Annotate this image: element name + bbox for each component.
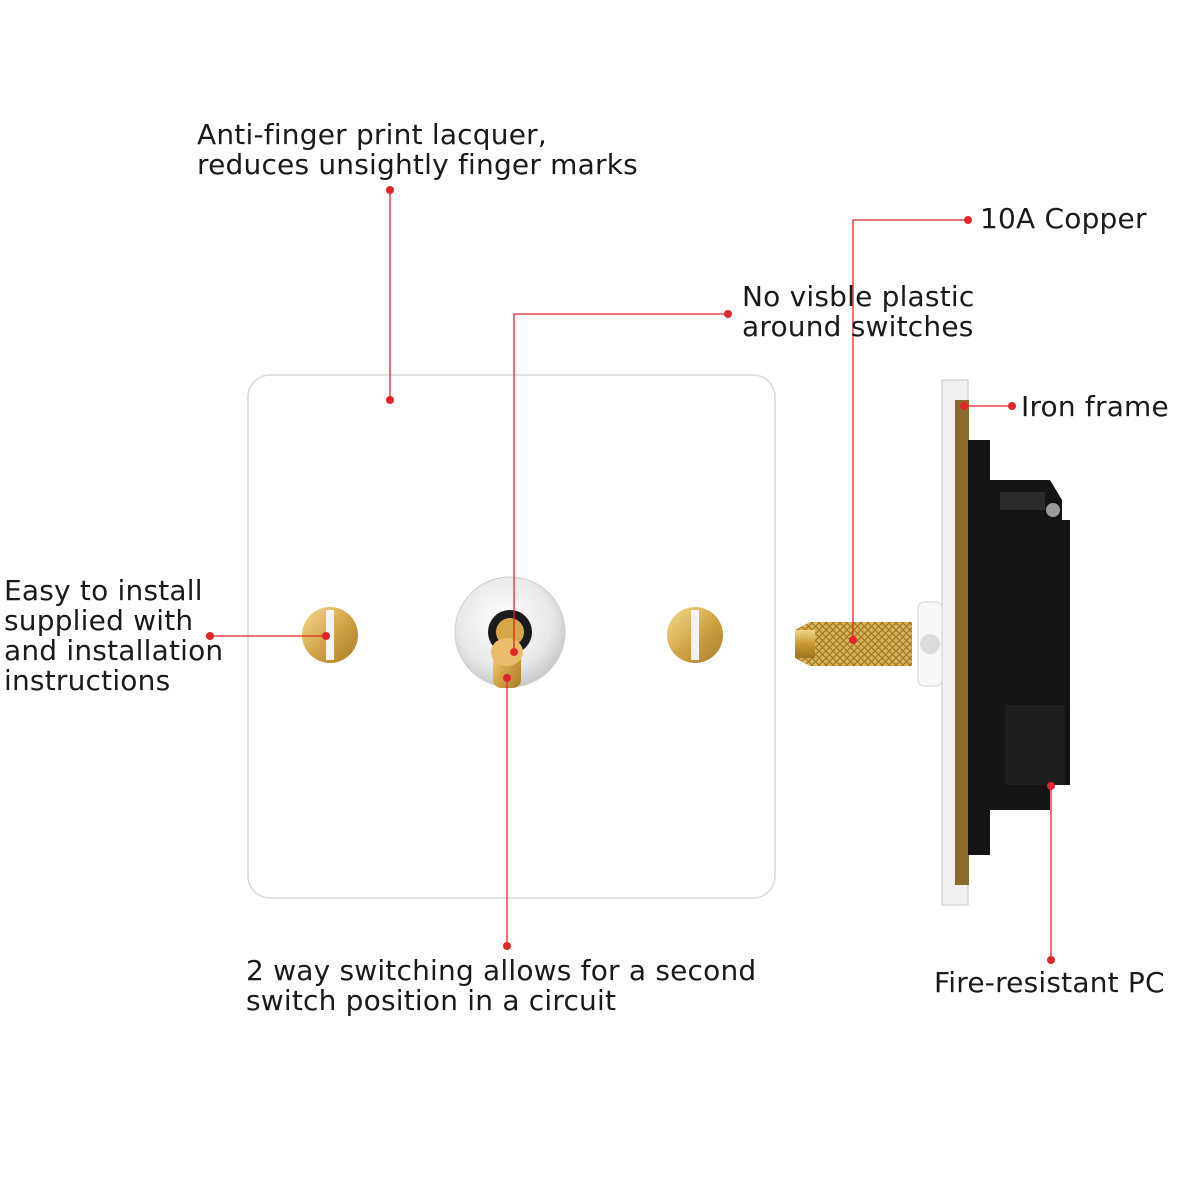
- label-easy-install: Easy to install supplied with and instal…: [4, 574, 224, 697]
- callout-lines: [210, 190, 1052, 960]
- label-anti-fingerprint: Anti-finger print lacquer, reduces unsig…: [197, 118, 638, 181]
- label-iron-frame: Iron frame: [1021, 390, 1169, 423]
- label-no-plastic: No visble plastic around switches: [742, 280, 975, 343]
- toggle-lever-icon: [454, 576, 566, 688]
- callout-dots: [206, 186, 1055, 964]
- label-fire-resistant: Fire-resistant PC: [934, 966, 1165, 999]
- label-copper: 10A Copper: [980, 202, 1147, 235]
- label-two-way: 2 way switching allows for a second swit…: [246, 954, 757, 1017]
- left-screw-icon: [302, 607, 358, 663]
- right-screw-icon: [667, 607, 723, 663]
- switch-side-view: [795, 379, 1070, 906]
